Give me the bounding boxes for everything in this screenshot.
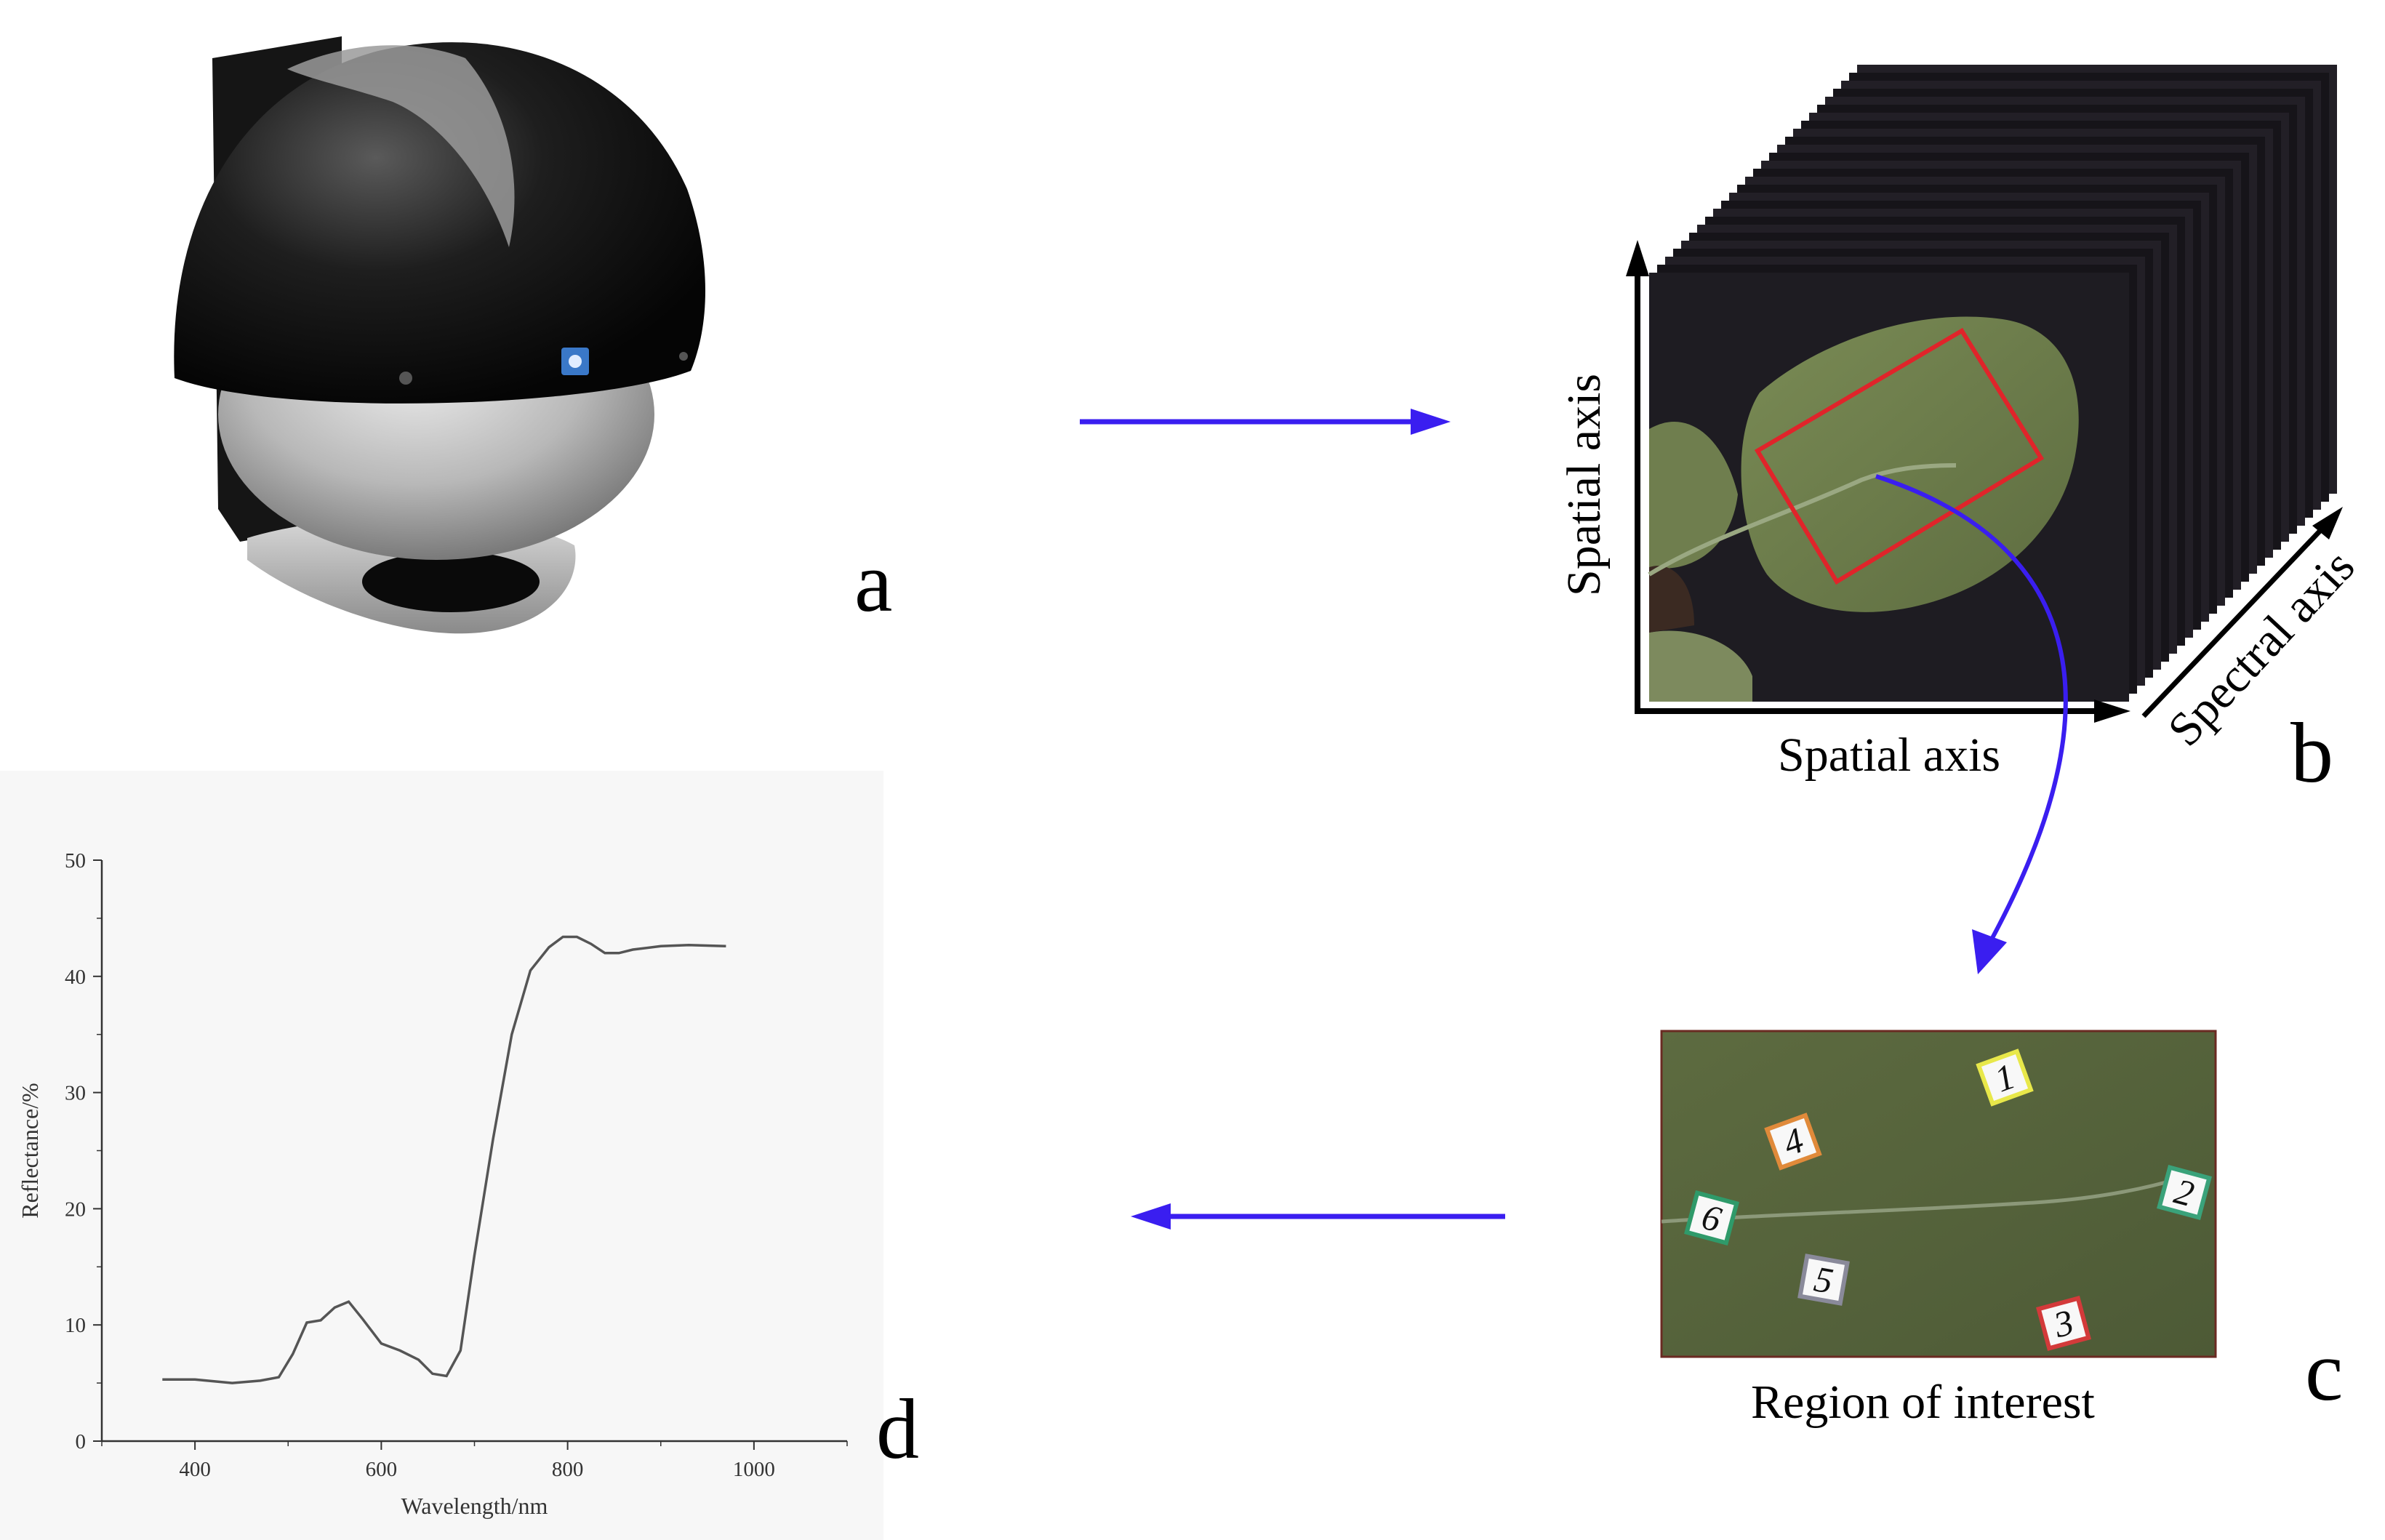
dome-highlight: [287, 45, 515, 247]
roi-marker: 1: [1976, 1048, 2034, 1107]
x-tick-label: 600: [366, 1458, 398, 1481]
panel-label-b: b: [2290, 705, 2333, 801]
roi-caption: Region of interest: [1751, 1376, 2095, 1429]
x-tick-label: 800: [552, 1458, 584, 1481]
x-tick-label: 1000: [733, 1458, 775, 1481]
roi-markers: 1 2 3 4 5 6: [1684, 1048, 2212, 1351]
roi-marker-box: [1684, 1190, 1739, 1246]
y-tick-label: 40: [65, 966, 86, 989]
chart-x-axis-title: Wavelength/nm: [401, 1493, 548, 1519]
device-logo-dot: [569, 355, 582, 368]
y-tick-label: 10: [65, 1314, 86, 1337]
flow-arrow-c-to-d-head: [1131, 1203, 1171, 1230]
dome-button: [679, 352, 688, 361]
reflectance-chart: 400 600 800 1000 0 10 20 30 40 50 Wavelength/nm R…: [0, 771, 883, 1540]
roi-marker-box: [1797, 1254, 1850, 1306]
roi-marker: 6: [1684, 1190, 1739, 1246]
roi-image: [1660, 1030, 2217, 1358]
spectral-axis-arrowhead: [2312, 507, 2343, 540]
device-dome: [174, 42, 705, 404]
roi-marker: 3: [2036, 1296, 2091, 1351]
panel-label-a: a: [854, 534, 892, 630]
spectral-axis-line: [2141, 518, 2333, 718]
roi-leaf-vein: [1661, 1176, 2182, 1224]
roi-selection-box: [1754, 327, 2045, 585]
dome-button: [399, 372, 412, 385]
x-tick-label: 400: [179, 1458, 211, 1481]
y-tick-label: 20: [65, 1198, 86, 1221]
roi-marker: 4: [1764, 1112, 1822, 1171]
background-leaf: [1649, 630, 1752, 702]
flow-arrow-b-to-c-head: [1972, 929, 2007, 974]
sample-port: [362, 551, 540, 612]
horizontal-spatial-axis-label: Spatial axis: [1778, 729, 2000, 782]
hypercube-illustration: [1626, 65, 2343, 723]
background-leaf: [1649, 422, 1738, 569]
flow-arrow-b-to-c: [1875, 474, 2068, 939]
vertical-axis-arrowhead: [1626, 240, 1649, 276]
panel-label-d: d: [876, 1381, 919, 1477]
roi-marker-box: [1764, 1112, 1822, 1171]
roi-panel: 1 2 3 4 5 6: [1660, 1030, 2217, 1358]
roi-marker: 2: [2157, 1165, 2212, 1220]
reflectance-series-line: [162, 935, 726, 1384]
chart-y-axis-title: Reflectance/%: [17, 1083, 43, 1219]
roi-marker-box: [2036, 1296, 2091, 1351]
chart-background: [0, 771, 883, 1540]
spectrometer-device-illustration: [174, 36, 705, 634]
y-tick-label: 0: [76, 1430, 87, 1453]
y-tick-label: 50: [65, 849, 86, 873]
y-tick-label: 30: [65, 1082, 86, 1105]
flow-arrow-a-to-b-head: [1411, 409, 1451, 435]
roi-marker: 5: [1797, 1254, 1850, 1306]
horizontal-axis-arrowhead: [2094, 699, 2131, 723]
background-leaf-dark: [1649, 566, 1694, 633]
roi-marker-box: [2157, 1165, 2212, 1220]
panel-label-c: c: [2305, 1323, 2343, 1419]
leaf-petiole: [1648, 463, 1957, 577]
roi-marker-box: [1976, 1048, 2034, 1107]
vertical-spatial-axis-label: Spatial axis: [1558, 374, 1611, 596]
chart-ticks: 400 600 800 1000 0 10 20 30 40 50: [65, 849, 848, 1481]
